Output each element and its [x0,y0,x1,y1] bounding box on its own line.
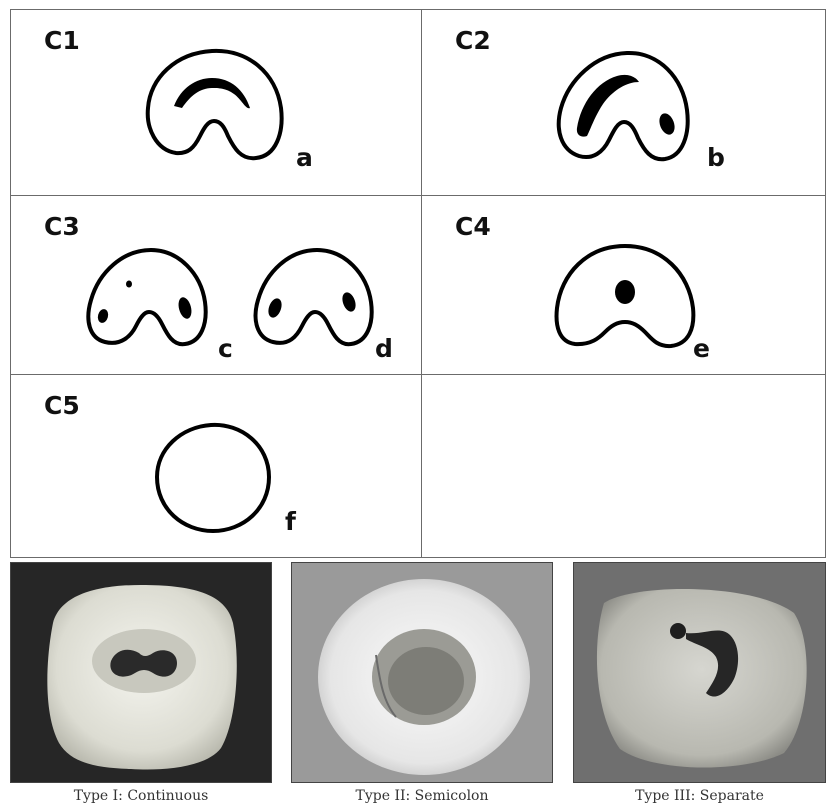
letter-c: c [218,334,233,363]
c4-shape [547,234,707,354]
cell-c3: C3 c d [10,195,422,375]
cell-empty [421,374,826,558]
cell-c2: C2 b [421,9,826,196]
tooth-photo-semicolon [292,563,553,783]
cell-c1: C1 a [10,9,422,196]
label-c4: C4 [455,212,491,241]
photo-type-1 [10,562,272,783]
label-c2: C2 [455,26,491,55]
cell-c4: C4 e [421,195,826,375]
c5-shape [149,415,279,540]
photo-type-3 [573,562,826,783]
c3-shape-left [81,234,211,354]
letter-a: a [296,143,313,172]
caption-type-1: Type I: Continuous [10,788,272,804]
label-c5: C5 [44,391,80,420]
letter-d: d [375,334,393,363]
c1-shape [136,38,296,178]
classification-grid: C1 a C2 b C3 c d C4 [10,9,826,558]
letter-b: b [707,143,725,172]
cell-c5: C5 f [10,374,422,558]
label-c1: C1 [44,26,80,55]
c2-shape [547,38,707,178]
label-c3: C3 [44,212,80,241]
tooth-photo-separate [574,563,826,783]
caption-type-3: Type III: Separate [573,788,826,804]
photo-type-2 [291,562,553,783]
c3-shape-right [247,234,377,354]
tooth-photo-continuous [11,563,272,783]
letter-f: f [285,507,296,536]
letter-e: e [693,334,710,363]
caption-type-2: Type II: Semicolon [291,788,553,804]
